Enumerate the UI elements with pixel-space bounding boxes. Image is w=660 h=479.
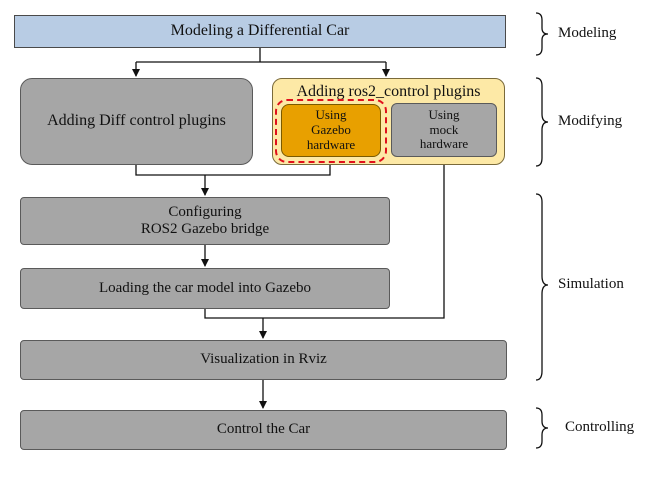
highlight-selected-option xyxy=(275,99,387,163)
box-mock-hardware: Using mock hardware xyxy=(391,103,497,157)
box-control-label: Control the Car xyxy=(216,421,311,438)
box-loading-label: Loading the car model into Gazebo xyxy=(98,279,311,296)
group-ros2-plugins-label: Adding ros2_control plugins xyxy=(296,83,481,100)
box-loading: Loading the car model into Gazebo xyxy=(20,268,390,309)
stage-label-modeling: Modeling xyxy=(558,25,617,41)
brace-modifying xyxy=(535,77,549,167)
box-control: Control the Car xyxy=(20,410,507,450)
brace-simulation xyxy=(535,193,549,381)
box-mock-hardware-label: Using mock hardware xyxy=(419,106,469,152)
box-gazebo-hardware: Using Gazebo hardware xyxy=(281,104,381,157)
box-diff-plugins: Adding Diff control plugins xyxy=(20,78,253,165)
box-modeling-label: Modeling a Differential Car xyxy=(170,22,350,40)
brace-modeling xyxy=(535,12,549,56)
merge-line xyxy=(135,161,331,176)
box-gazebo-hardware-label: Using Gazebo hardware xyxy=(306,107,356,152)
merge-line-rviz xyxy=(204,157,445,319)
box-diff-plugins-label: Adding Diff control plugins xyxy=(47,112,226,130)
box-bridge-label: Configuring ROS2 Gazebo bridge xyxy=(140,203,270,237)
stage-label-modifying: Modifying xyxy=(558,113,623,129)
box-rviz: Visualization in Rviz xyxy=(20,340,507,380)
brace-controlling xyxy=(535,407,549,449)
box-modeling: Modeling a Differential Car xyxy=(14,15,506,48)
stage-label-simulation: Simulation xyxy=(558,276,624,292)
stage-label-controlling: Controlling xyxy=(565,419,635,435)
box-bridge: Configuring ROS2 Gazebo bridge xyxy=(20,197,390,245)
box-rviz-label: Visualization in Rviz xyxy=(200,351,327,368)
